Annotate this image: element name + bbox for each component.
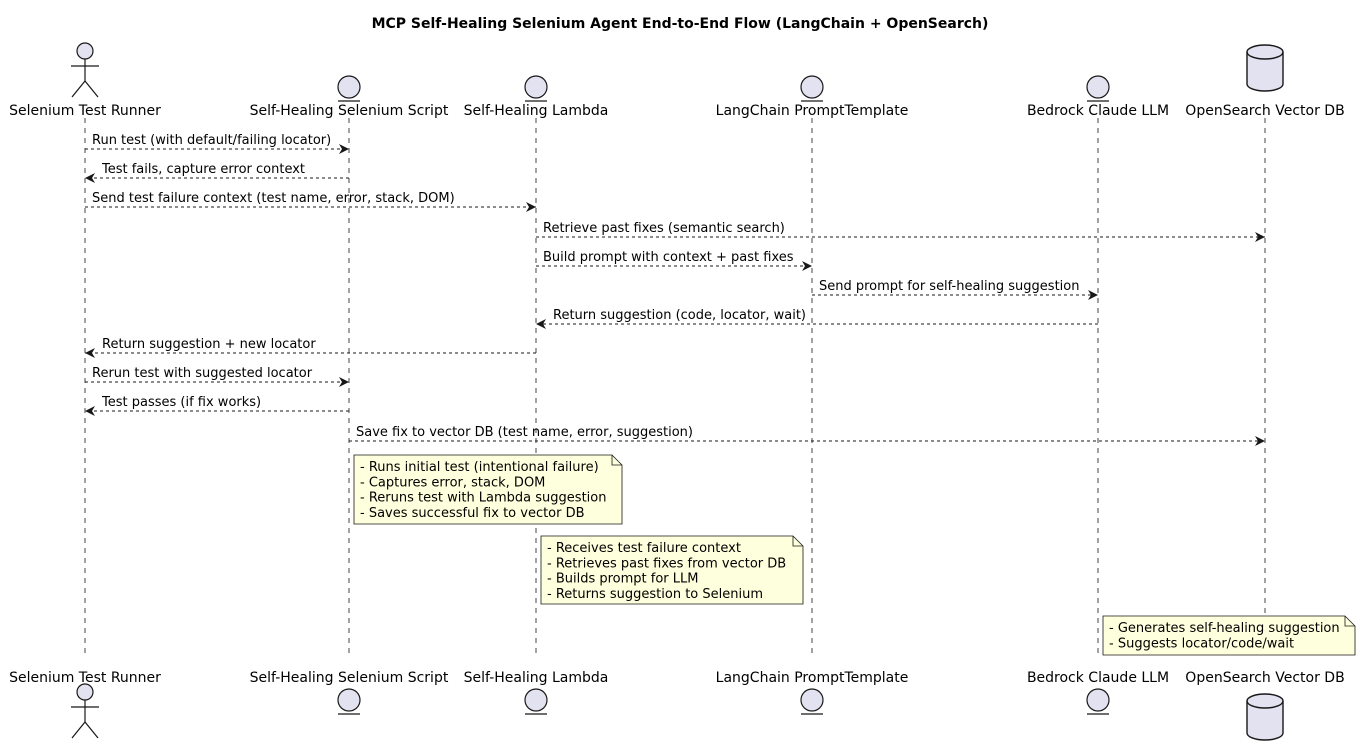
- message-9: Rerun test with suggested locator: [85, 366, 349, 387]
- entity-icon: [1086, 75, 1110, 102]
- note-box: [540, 535, 804, 605]
- message-label: Run test (with default/failing locator): [92, 133, 331, 148]
- note-line: - Reruns test with Lambda suggestion: [360, 491, 606, 506]
- participant-label: LangChain PromptTemplate: [716, 103, 909, 119]
- note-line: - Builds prompt for LLM: [547, 572, 698, 587]
- note-line: - Generates self-healing suggestion: [1109, 621, 1340, 636]
- note-fold: [1344, 616, 1355, 627]
- note-script: - Runs initial test (intentional failure…: [353, 454, 623, 525]
- message-label: Send test failure context (test name, er…: [92, 191, 455, 206]
- database-icon: [1246, 44, 1284, 92]
- actor-icon: [71, 42, 99, 98]
- message-7: Return suggestion (code, locator, wait): [536, 308, 1098, 329]
- participant-label: OpenSearch Vector DB: [1185, 670, 1344, 686]
- note-line: - Retrieves past fixes from vector DB: [547, 556, 786, 571]
- message-10: Test passes (if fix works): [85, 395, 349, 416]
- participant-runner-top: Selenium Test Runner: [9, 42, 161, 119]
- participant-label: Self-Healing Selenium Script: [250, 670, 449, 686]
- participant-label: Self-Healing Selenium Script: [250, 103, 449, 119]
- message-11: Save fix to vector DB (test name, error,…: [349, 425, 1265, 446]
- entity-icon: [524, 688, 548, 715]
- message-5: Build prompt with context + past fixes: [536, 250, 812, 271]
- participant-label: Selenium Test Runner: [9, 103, 161, 119]
- message-label: Return suggestion + new locator: [102, 337, 316, 352]
- message-3: Send test failure context (test name, er…: [85, 191, 536, 212]
- participant-bedrock-bottom: Bedrock Claude LLM: [1027, 670, 1169, 715]
- entity-icon: [800, 688, 824, 715]
- message-label: Send prompt for self-healing suggestion: [819, 279, 1079, 294]
- participant-label: LangChain PromptTemplate: [716, 670, 909, 686]
- diagram-title: MCP Self-Healing Selenium Agent End-to-E…: [372, 16, 989, 32]
- note-box: [353, 454, 623, 525]
- entity-icon: [337, 688, 361, 715]
- participant-label: Self-Healing Lambda: [464, 103, 609, 119]
- message-8: Return suggestion + new locator: [85, 337, 536, 358]
- participant-runner-bottom: Selenium Test Runner: [9, 670, 161, 739]
- actor-icon: [71, 683, 99, 739]
- participant-label: Bedrock Claude LLM: [1027, 670, 1169, 686]
- note-line: - Returns suggestion to Selenium: [547, 587, 763, 602]
- participant-langchain-bottom: LangChain PromptTemplate: [716, 670, 909, 715]
- note-line: - Runs initial test (intentional failure…: [360, 460, 599, 475]
- participant-opensearch-top: OpenSearch Vector DB: [1185, 44, 1345, 119]
- database-icon: [1246, 693, 1284, 741]
- note-line: - Receives test failure context: [547, 541, 741, 556]
- participant-lambda-bottom: Self-Healing Lambda: [464, 670, 609, 715]
- message-1: Run test (with default/failing locator): [85, 133, 349, 154]
- participant-opensearch-bottom: OpenSearch Vector DB: [1185, 670, 1345, 741]
- note-box: [1102, 615, 1356, 656]
- participant-lambda-top: Self-Healing Lambda: [464, 75, 609, 119]
- note-lambda: - Receives test failure context- Retriev…: [540, 535, 804, 605]
- participant-bedrock-top: Bedrock Claude LLM: [1027, 75, 1169, 119]
- message-label: Test passes (if fix works): [101, 395, 261, 410]
- message-4: Retrieve past fixes (semantic search): [536, 221, 1265, 242]
- message-label: Test fails, capture error context: [101, 162, 305, 177]
- entity-icon: [337, 75, 361, 102]
- message-label: Return suggestion (code, locator, wait): [553, 308, 806, 323]
- participant-script-top: Self-Healing Selenium Script: [250, 75, 449, 119]
- participant-label: Bedrock Claude LLM: [1027, 103, 1169, 119]
- note-fold: [611, 455, 622, 466]
- message-label: Rerun test with suggested locator: [92, 366, 313, 381]
- message-6: Send prompt for self-healing suggestion: [812, 279, 1098, 300]
- entity-icon: [524, 75, 548, 102]
- entity-icon: [800, 75, 824, 102]
- entity-icon: [1086, 688, 1110, 715]
- participant-script-bottom: Self-Healing Selenium Script: [250, 670, 449, 715]
- message-label: Retrieve past fixes (semantic search): [543, 221, 785, 236]
- note-bedrock: - Generates self-healing suggestion- Sug…: [1102, 615, 1356, 656]
- participant-label: Self-Healing Lambda: [464, 670, 609, 686]
- message-2: Test fails, capture error context: [85, 162, 349, 183]
- message-label: Build prompt with context + past fixes: [543, 250, 794, 265]
- note-line: - Captures error, stack, DOM: [360, 475, 545, 490]
- note-fold: [792, 536, 803, 547]
- participant-langchain-top: LangChain PromptTemplate: [716, 75, 909, 119]
- participant-label: Selenium Test Runner: [9, 670, 161, 686]
- participant-label: OpenSearch Vector DB: [1185, 103, 1344, 119]
- note-line: - Suggests locator/code/wait: [1109, 636, 1294, 651]
- message-label: Save fix to vector DB (test name, error,…: [356, 425, 693, 440]
- note-line: - Saves successful fix to vector DB: [360, 506, 585, 521]
